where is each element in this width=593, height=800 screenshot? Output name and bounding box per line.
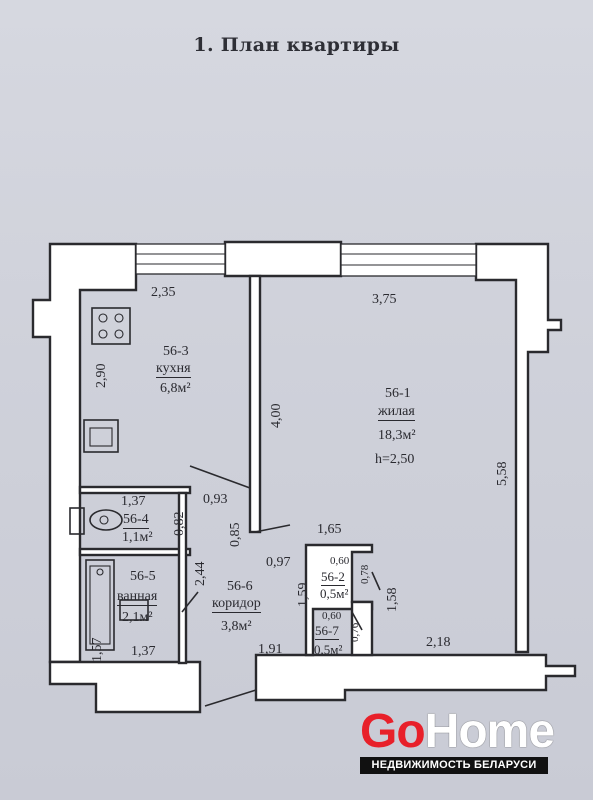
- door-swing-kitchen: [189, 465, 251, 489]
- closet-7-area: 0,5м²: [314, 642, 343, 657]
- corridor-code: 56-6: [227, 579, 253, 594]
- toilet-icon: [69, 507, 123, 535]
- window-living: [340, 243, 477, 277]
- closet-2-code: 56-2: [321, 569, 345, 586]
- dim-corridor-width: 1,91: [258, 642, 283, 657]
- bathroom-area: 2,1м²: [122, 610, 153, 625]
- dim-living-depth: 5,58: [495, 461, 510, 487]
- entrance-door-swing: [204, 689, 257, 707]
- dim-bath-width: 1,37: [131, 644, 156, 659]
- dim-bath-depth: 1,57: [90, 637, 105, 663]
- corridor-name: коридор: [212, 596, 261, 613]
- living-area: 18,3м²: [378, 428, 416, 443]
- logo-wordmark: GoHome: [360, 705, 555, 758]
- dim-corridor-depth: 1,59: [296, 582, 311, 608]
- toilet-code: 56-4: [123, 512, 149, 529]
- window-kitchen: [135, 243, 226, 275]
- living-height: h=2,50: [375, 452, 415, 467]
- outer-wall-bottom-left: [48, 660, 202, 714]
- dim-closet-2-w: 0,60: [330, 555, 350, 567]
- dim-partition: 4,00: [269, 403, 284, 429]
- toilet-area: 1,1м²: [122, 530, 153, 545]
- dim-living-bottom: 2,18: [426, 635, 451, 650]
- dim-closet-top: 1,65: [317, 522, 342, 537]
- gohome-logo: GoHome НЕДВИЖИМОСТЬ БЕЛАРУСИ: [360, 708, 555, 774]
- stove-icon: [91, 307, 131, 345]
- bathroom-name: ванная: [117, 589, 158, 606]
- dim-door-a: 0,93: [203, 492, 228, 507]
- dim-closets-depth: 1,58: [385, 587, 400, 613]
- dim-door-c: 0,97: [266, 555, 291, 570]
- dim-kitchen-width: 2,35: [151, 285, 176, 300]
- outer-wall-right: [474, 242, 563, 654]
- door-swing-living: [254, 524, 291, 533]
- dim-toilet-depth: 0,82: [172, 511, 187, 537]
- living-name: жилая: [378, 404, 415, 421]
- dim-closet-7-d: 0,76: [349, 622, 361, 642]
- washbasin-icon: [119, 599, 149, 621]
- dim-bath-length: 2,44: [193, 561, 208, 587]
- closet-door-7: [351, 611, 363, 631]
- door-swing-bath: [181, 591, 199, 613]
- partition-toilet-bath: [78, 547, 192, 557]
- outer-wall-top-mid: [223, 240, 343, 278]
- dim-door-b: 0,85: [228, 522, 243, 548]
- logo-tagline: НЕДВИЖИМОСТЬ БЕЛАРУСИ: [360, 757, 548, 774]
- corridor-area: 3,8м²: [221, 619, 252, 634]
- partition-bath-corridor: [177, 491, 188, 665]
- dim-closet-7-w: 0,60: [322, 610, 342, 622]
- closet-door-2: [371, 571, 381, 591]
- kitchen-name: кухня: [156, 361, 191, 378]
- kitchen-code: 56-3: [163, 344, 189, 359]
- dim-living-width: 3,75: [372, 292, 397, 307]
- living-code: 56-1: [385, 386, 411, 401]
- bathroom-code: 56-5: [130, 569, 156, 584]
- partition-kitchen-living: [248, 274, 262, 534]
- dim-closet-2-d: 0,78: [359, 564, 371, 584]
- dim-kitchen-depth: 2,90: [94, 363, 109, 389]
- kitchen-area: 6,8м²: [160, 381, 191, 396]
- partition-kitchen-toilet: [78, 485, 192, 495]
- sink-icon: [83, 419, 119, 453]
- closet-2-area: 0,5м²: [320, 586, 349, 601]
- dim-toilet-width: 1,37: [121, 494, 146, 509]
- page-title: 1. План квартиры: [193, 34, 400, 56]
- bathtub-icon: [85, 559, 115, 651]
- closet-7-code: 56-7: [315, 623, 339, 640]
- outer-wall-bottom-right: [254, 653, 577, 702]
